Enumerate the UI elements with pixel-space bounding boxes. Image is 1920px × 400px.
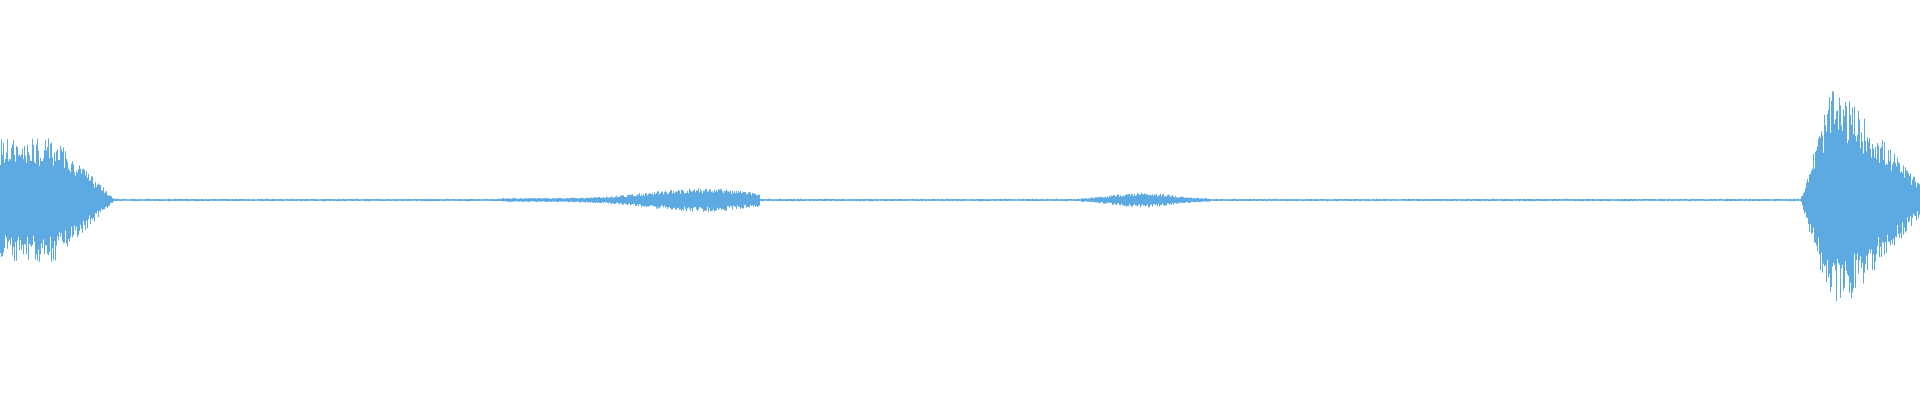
waveform-bars <box>0 91 1920 302</box>
